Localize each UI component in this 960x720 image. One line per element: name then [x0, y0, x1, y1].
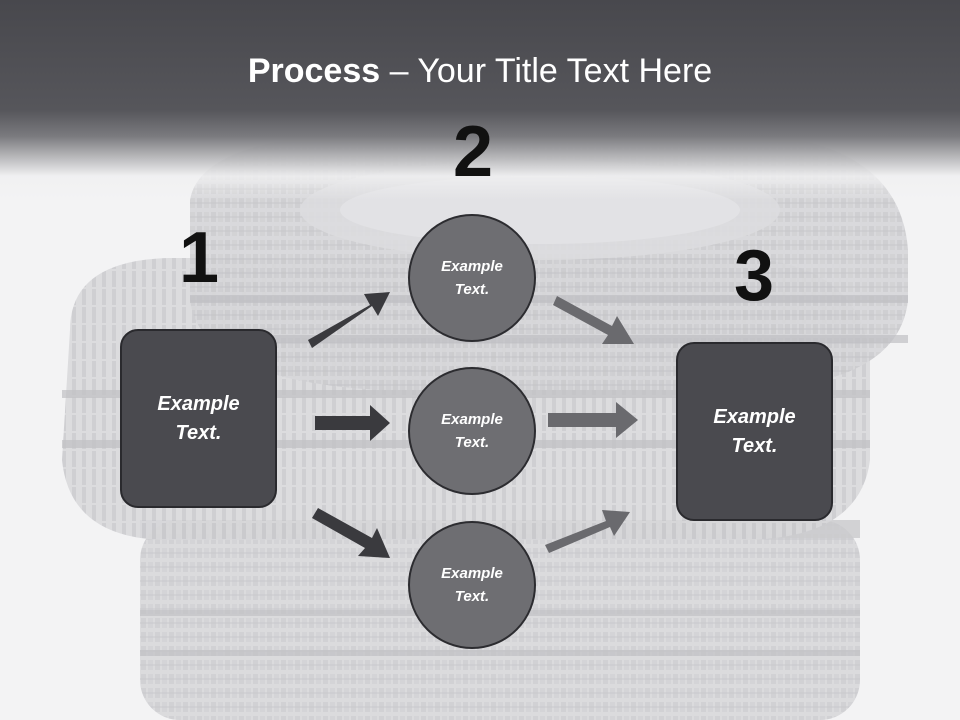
arrow-to-top-circle: [308, 292, 390, 348]
step-number-2: 2: [452, 112, 494, 192]
arrow-to-middle-circle: [315, 405, 390, 441]
input-box-line2: Text.: [175, 421, 222, 444]
circle-top: Example Text.: [408, 214, 536, 342]
title-rest: – Your Title Text Here: [380, 52, 713, 90]
circle-middle: Example Text.: [408, 367, 536, 495]
circle-top-line1: Example: [441, 258, 503, 275]
arrow-from-bottom-circle: [545, 510, 630, 553]
circle-top-line2: Text.: [454, 281, 490, 298]
output-box: Example Text.: [676, 342, 833, 521]
input-box-line1: Example: [157, 392, 240, 415]
step-number-3: 3: [733, 236, 775, 316]
arrow-from-top-circle: [553, 296, 634, 344]
output-box-line1: Example: [713, 405, 796, 428]
output-box-line2: Text.: [731, 434, 778, 457]
circle-bottom-line1: Example: [441, 565, 503, 582]
arrow-to-bottom-circle: [312, 508, 390, 558]
input-box: Example Text.: [120, 329, 277, 508]
circle-middle-line2: Text.: [454, 434, 490, 451]
title-band: [0, 0, 960, 200]
circle-middle-line1: Example: [441, 411, 503, 428]
arrow-from-middle-circle: [548, 402, 638, 438]
circle-bottom-line2: Text.: [454, 588, 490, 605]
step-number-1: 1: [178, 218, 220, 298]
circle-bottom: Example Text.: [408, 521, 536, 649]
title-bold: Process: [247, 52, 381, 90]
slide-title: Process – Your Title Text Here: [0, 52, 960, 91]
